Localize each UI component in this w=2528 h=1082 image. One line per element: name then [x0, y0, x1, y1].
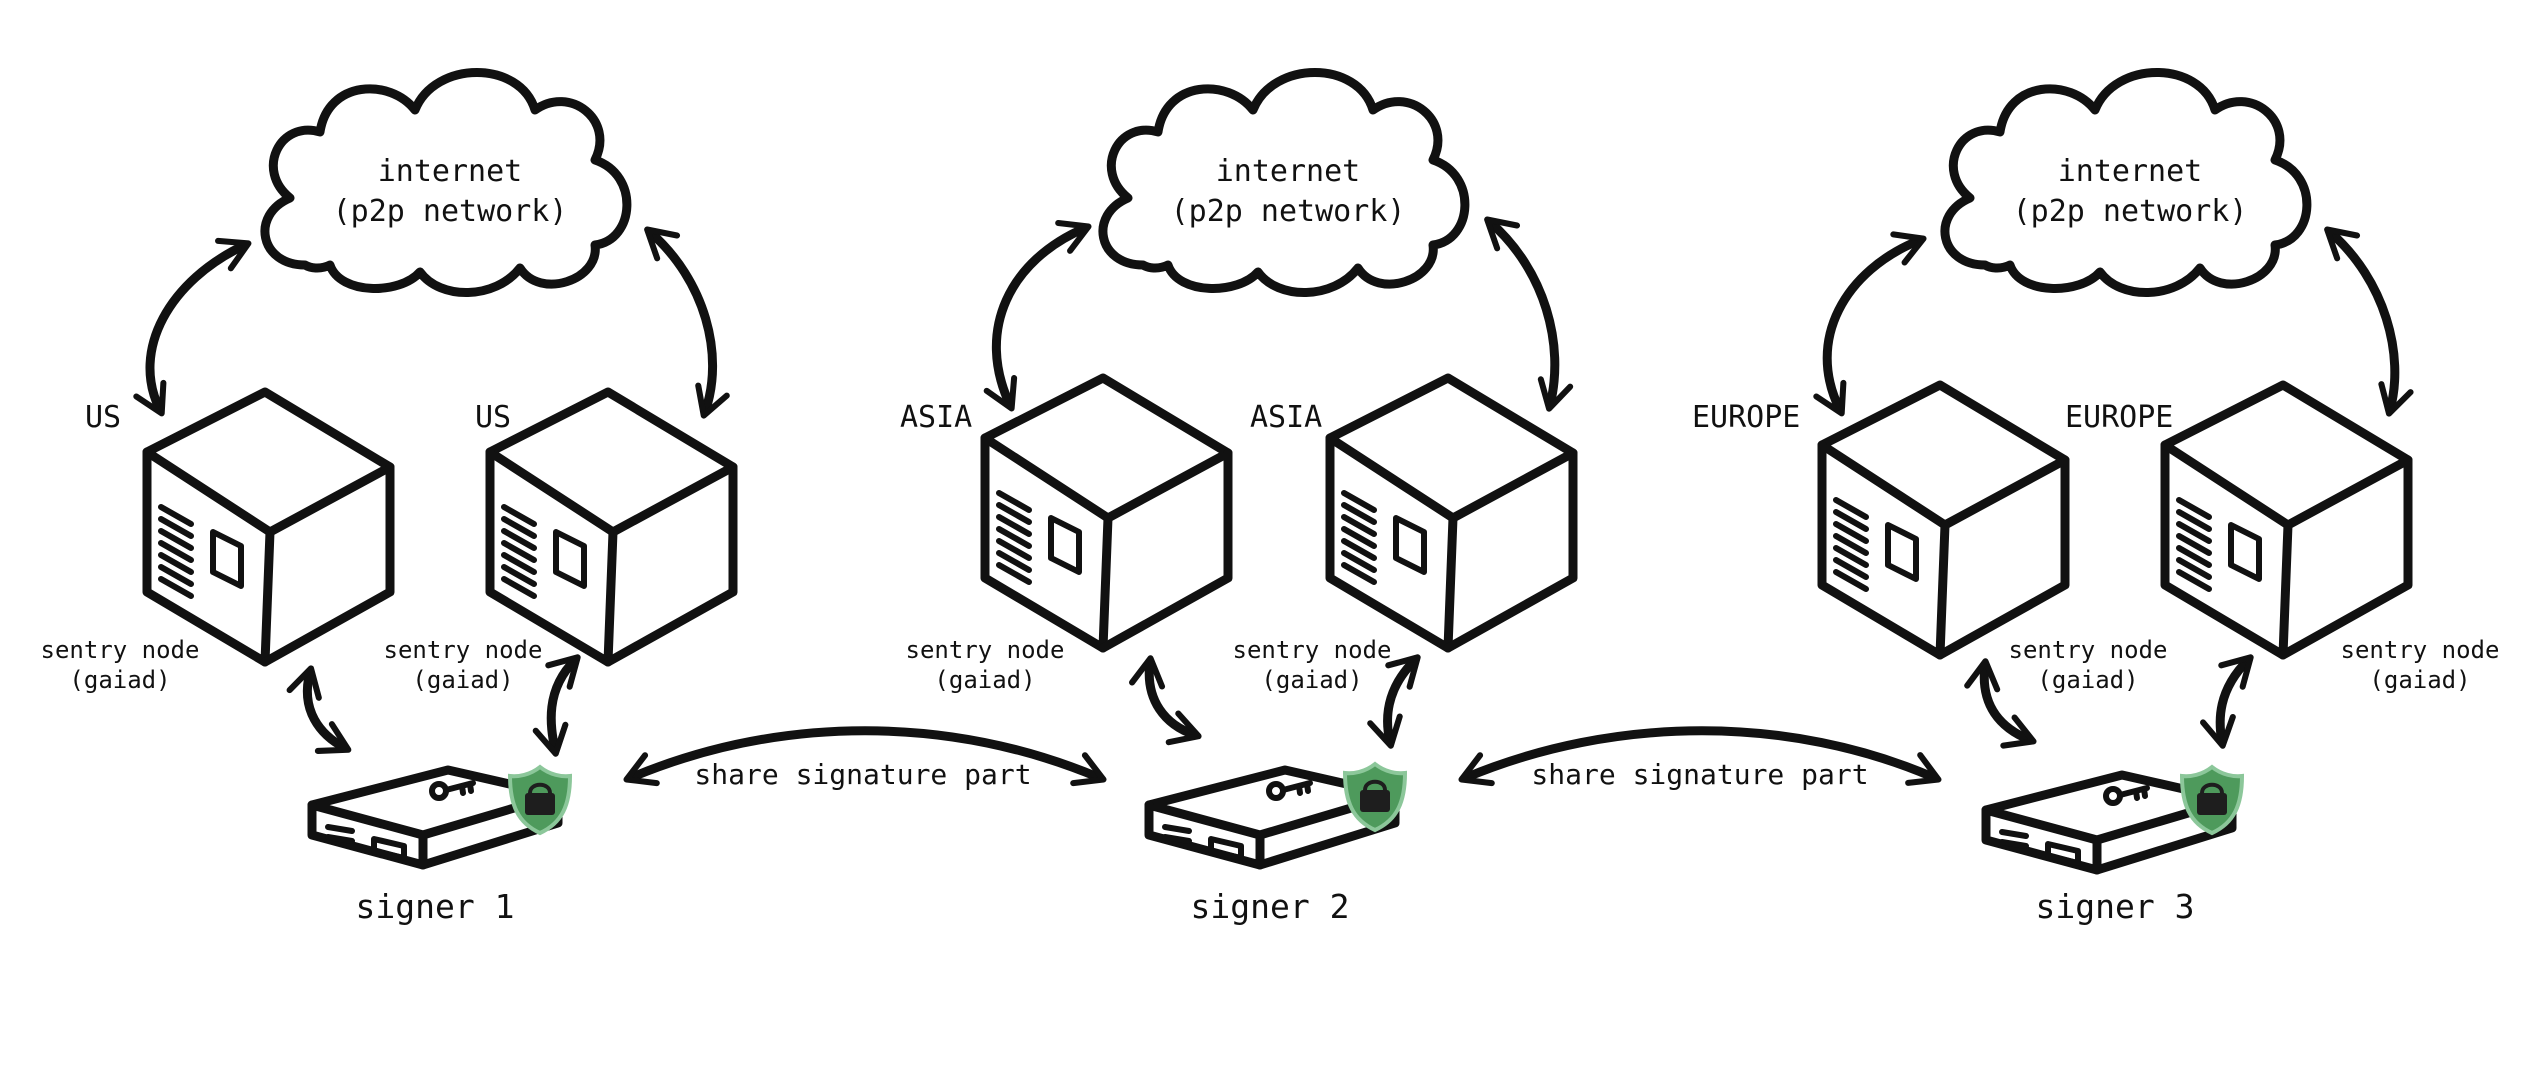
cloud-sentry-arrow-right: [2324, 226, 2414, 417]
sentry-label-line1: sentry node: [384, 636, 543, 664]
region-label: US: [85, 400, 121, 435]
cluster-3: internet (p2p network) EUROPE EUROPE sen…: [1692, 73, 2500, 926]
sentry-server-icon: [147, 392, 390, 662]
sentry-server-icon: [985, 378, 1228, 648]
sentry-signer-arrow-right: [532, 654, 581, 757]
signer-label: signer 2: [1191, 887, 1350, 926]
cloud-label-line1: internet: [2058, 154, 2203, 189]
sentry-signer-arrow-right: [1367, 654, 1421, 749]
sentry-label-line1: sentry node: [906, 636, 1065, 664]
region-label: ASIA: [900, 400, 972, 435]
sentry-label-line1: sentry node: [1233, 636, 1392, 664]
cloud-sentry-arrow-left: [133, 237, 252, 417]
region-label: US: [475, 400, 511, 435]
sentry-server-icon: [2165, 385, 2408, 655]
sentry-label-line1: sentry node: [41, 636, 200, 664]
sentry-signer-arrow-left: [286, 665, 352, 754]
cloud-sentry-arrow-right: [1484, 216, 1574, 412]
sentry-signer-arrow-right: [2200, 654, 2254, 749]
cloud-label-line1: internet: [378, 154, 523, 189]
sentry-label-line2: (gaiad): [934, 666, 1035, 694]
cloud-sentry-arrow-left: [1813, 231, 1927, 417]
signer-link-1: share signature part: [623, 726, 1107, 791]
cloud-sentry-arrow-left: [983, 219, 1092, 412]
signer-label: signer 1: [356, 887, 515, 926]
sentry-label-line2: (gaiad): [1261, 666, 1362, 694]
cloud-sentry-arrow-right: [644, 226, 730, 419]
sentry-server-icon: [490, 392, 733, 662]
share-signature-label: share signature part: [1531, 758, 1868, 791]
cloud-label-line2: (p2p network): [333, 194, 568, 229]
sentry-label-line2: (gaiad): [69, 666, 170, 694]
signer-link-2: share signature part: [1458, 726, 1942, 791]
sentry-label-line1: sentry node: [2009, 636, 2168, 664]
region-label: EUROPE: [2065, 400, 2173, 435]
sentry-server-icon: [1822, 385, 2065, 655]
share-signature-arrow: [623, 726, 1107, 787]
cluster-2: internet (p2p network) ASIA ASIA sentry …: [900, 73, 1574, 926]
share-signature-label: share signature part: [694, 758, 1031, 791]
cloud-label-line1: internet: [1216, 154, 1361, 189]
cluster-1: internet (p2p network) US US sentry node…: [41, 73, 733, 926]
share-signature-arrow: [1458, 726, 1942, 787]
sentry-server-icon: [1330, 378, 1573, 648]
sentry-signer-arrow-left: [1129, 655, 1202, 746]
signer-label: signer 3: [2036, 887, 2195, 926]
sentry-label-line1: sentry node: [2341, 636, 2500, 664]
cloud-label-line2: (p2p network): [2013, 194, 2248, 229]
cloud-label-line2: (p2p network): [1171, 194, 1406, 229]
region-label: EUROPE: [1692, 400, 1800, 435]
sentry-label-line2: (gaiad): [2037, 666, 2138, 694]
region-label: ASIA: [1250, 400, 1322, 435]
sentry-label-line2: (gaiad): [2369, 666, 2470, 694]
sentry-signer-arrow-left: [1964, 658, 2037, 749]
sentry-label-line2: (gaiad): [412, 666, 513, 694]
